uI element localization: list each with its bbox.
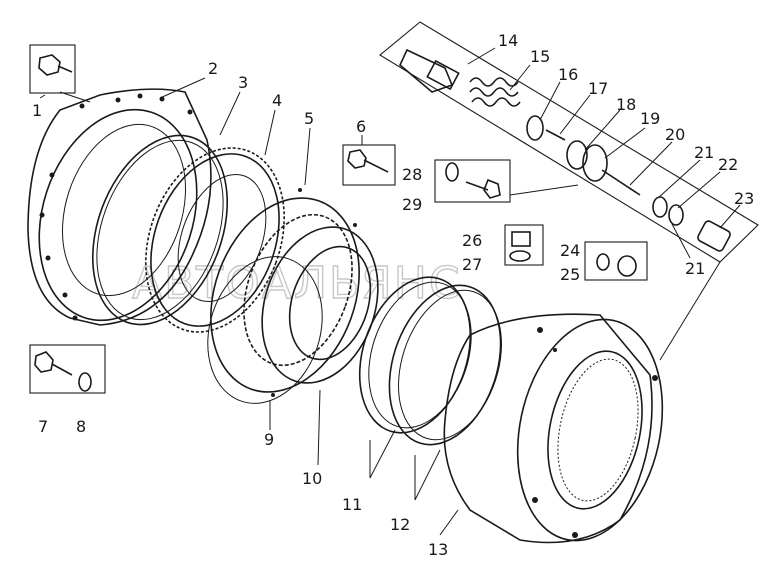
callout-13: 13 (428, 540, 448, 559)
seal-rings-part-11 (358, 276, 472, 434)
callout-22: 22 (718, 155, 738, 174)
rod-part-20 (601, 169, 641, 196)
washer-part-16 (526, 115, 544, 141)
callout-15: 15 (530, 47, 550, 66)
bolt-box-part-28-29 (434, 159, 511, 203)
spring-part-15 (469, 77, 521, 107)
steel-disc-part-5 (210, 188, 360, 397)
callout-11: 11 (342, 495, 362, 514)
valve-body-part-14 (399, 48, 460, 93)
callout-28: 28 (402, 165, 422, 184)
callout-8: 8 (76, 417, 86, 436)
bolt-box-part-26-27 (504, 224, 544, 266)
bolt-box-part-1 (29, 44, 76, 94)
callout-25: 25 (560, 265, 580, 284)
callout-16: 16 (558, 65, 578, 84)
callout-14: 14 (498, 31, 518, 50)
plate-part-19 (582, 144, 608, 182)
cylinder-housing-part-13 (443, 313, 664, 544)
callout-labels: 1 2 3 4 5 6 7 8 9 10 11 12 13 14 15 16 1… (32, 31, 754, 559)
callout-29: 29 (402, 195, 422, 214)
bolt-box-part-6 (342, 144, 396, 186)
callout-4: 4 (272, 91, 282, 110)
bolt-box-part-7-8 (29, 344, 106, 394)
callout-2: 2 (208, 59, 218, 78)
callout-26: 26 (462, 231, 482, 250)
cover-plate-part-2 (27, 88, 212, 326)
callout-23: 23 (734, 189, 754, 208)
o-ring-part-3 (91, 134, 229, 326)
callout-3: 3 (238, 73, 248, 92)
callout-17: 17 (588, 79, 608, 98)
callout-10: 10 (302, 469, 322, 488)
callout-21-top: 21 (694, 143, 714, 162)
callout-24: 24 (560, 241, 580, 260)
callout-27: 27 (462, 255, 482, 274)
callout-5: 5 (304, 109, 314, 128)
pin-part-17 (545, 129, 566, 141)
callout-19: 19 (640, 109, 660, 128)
callout-12: 12 (390, 515, 410, 534)
nut-part-22 (668, 204, 684, 226)
valve-assembly-frame (379, 21, 759, 263)
friction-disc-part-4 (145, 147, 285, 333)
callout-18: 18 (616, 95, 636, 114)
piston-part-18 (566, 140, 588, 170)
callout-1: 1 (32, 101, 42, 120)
disc-part-9 (207, 256, 323, 404)
nut-part-21 (652, 196, 668, 218)
leader-lines (39, 47, 741, 536)
callout-20: 20 (665, 125, 685, 144)
seal-rings-part-12 (388, 284, 502, 446)
bolt-box-part-24-25 (584, 241, 648, 281)
callout-9: 9 (264, 430, 274, 449)
callout-7: 7 (38, 417, 48, 436)
callout-6: 6 (356, 117, 366, 136)
cap-part-23 (697, 220, 731, 252)
callout-21-bottom: 21 (685, 259, 705, 278)
